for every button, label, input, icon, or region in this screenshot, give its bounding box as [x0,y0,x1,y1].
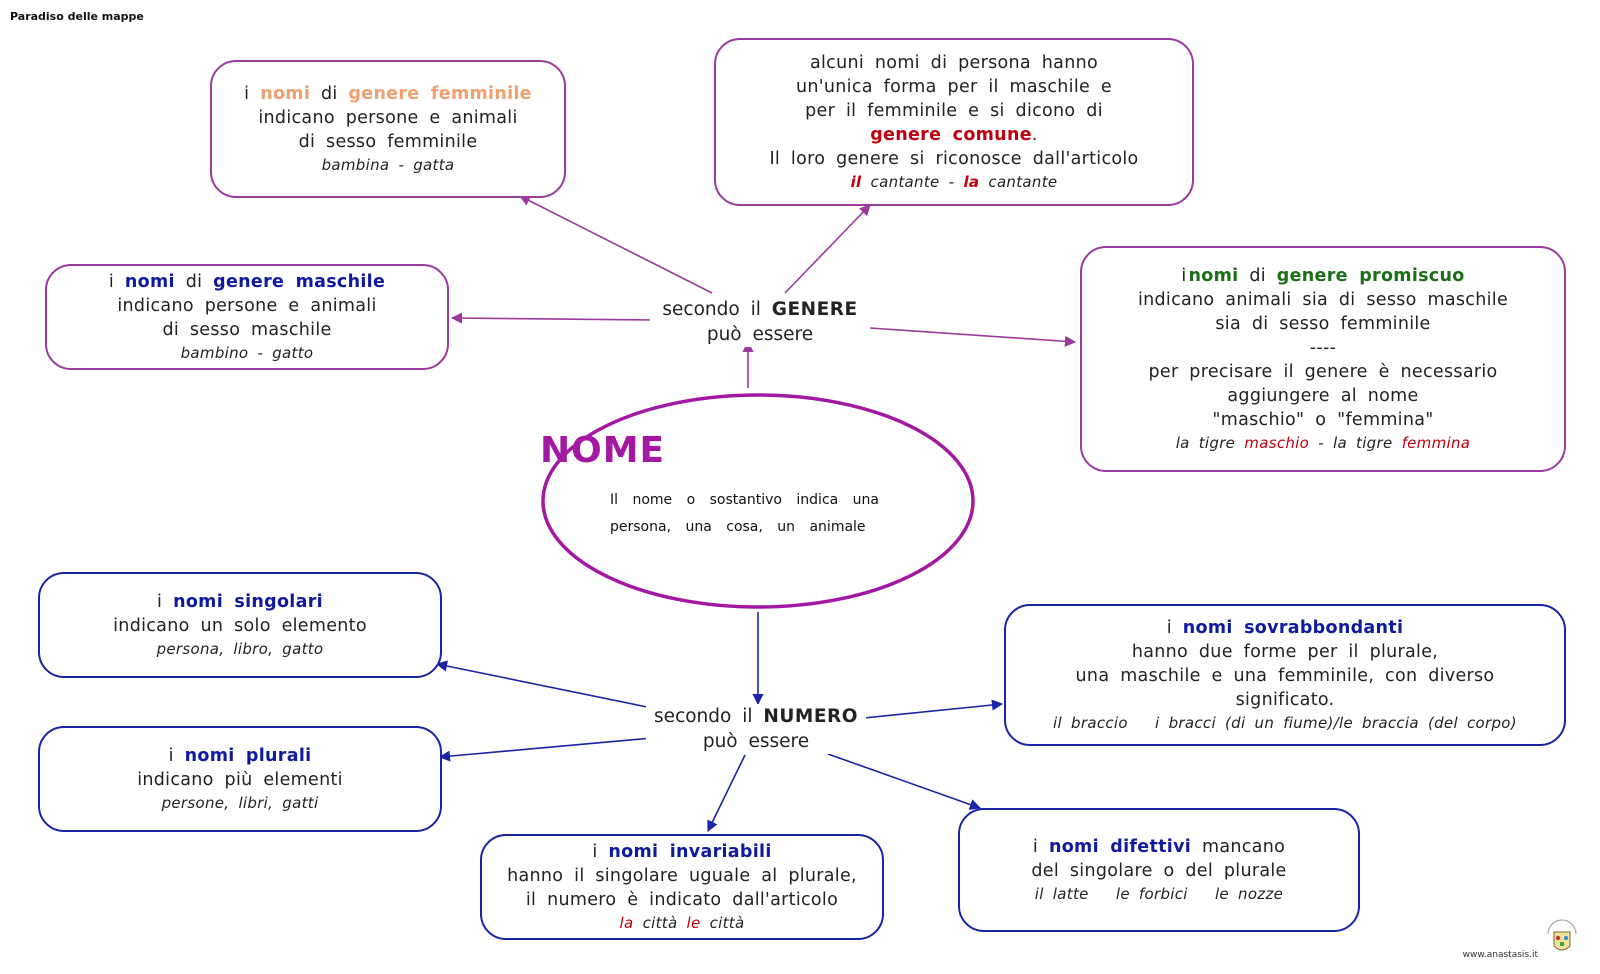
box-nomi-sovrabbondanti: i nomi sovrabbondanti hanno due forme pe… [1004,604,1566,746]
plurali-line2: indicano più elementi [137,770,343,790]
invariabili-line2: hanno il singolare uguale al plurale, [507,866,857,886]
maschile-line2: indicano persone e animali [117,296,377,316]
singolari-line2: indicano un solo elemento [113,616,367,636]
word-i: i [108,272,115,292]
box-genere-comune: alcuni nomi di persona hanno un'unica fo… [714,38,1194,206]
term-nomi-sovrabbondanti: nomi sovrabbondanti [1182,618,1404,638]
promiscuo-line6: aggiungere al nome [1227,386,1419,406]
term-genere-promiscuo: genere promiscuo [1276,266,1465,286]
ellipse-shape [541,393,975,609]
word-i: i [1166,618,1172,638]
term-nomi-singolari: nomi singolari [173,592,323,612]
difettivi-example: il latte le forbici le nozze [1034,885,1284,903]
promiscuo-line2: indicano animali sia di sesso maschile [1137,290,1509,310]
comune-line1: alcuni nomi di persona hanno [810,53,1098,73]
genere-hub: secondo il GENERE può essere [650,297,870,347]
nome-ellipse: NOME Il nome o sostantivo indica una per… [540,392,976,610]
ex-femmina: femmina [1401,434,1471,452]
femminile-example: bambina - gatta [321,156,455,174]
numero-hub-keyword: NUMERO [763,706,858,727]
ex-article-la: la [619,914,634,932]
arrow-numero-to-difettivi [827,753,982,810]
ex-maschio: maschio [1244,434,1310,452]
sovrabbondanti-line4: significato. [1235,690,1335,710]
sovrabbondanti-example: il braccio i bracci (di un fiume)/le bra… [1053,714,1517,732]
page-header-title: Paradiso delle mappe [10,10,144,23]
word-i: i [168,746,174,766]
ex-word: cantante - [870,173,955,191]
difettivi-line2: del singolare o del plurale [1031,861,1287,881]
arrow-numero-to-singolari [435,660,653,709]
arrow-genere-to-maschile [450,312,657,324]
nome-title: NOME [540,430,666,471]
arrow-numero-to-invariabili [707,754,746,833]
nome-definition: Il nome o sostantivo indica una persona,… [610,492,879,535]
numero-hub: secondo il NUMERO può essere [646,704,866,754]
comune-line5: Il loro genere si riconosce dall'articol… [769,149,1139,169]
promiscuo-line7: "maschio" o "femmina" [1212,410,1434,430]
femminile-line2: indicano persone e animali [258,108,518,128]
word-di: di [1249,266,1266,286]
arrow-genere-to-femminile [519,195,713,294]
word-i: i [244,84,250,104]
ex-part: la tigre [1175,434,1236,452]
box-nomi-singolari: i nomi singolari indicano un solo elemen… [38,572,442,678]
difettivi-rest: mancano [1201,837,1286,857]
plurali-example: persone, libri, gatti [161,794,319,812]
promiscuo-line3: sia di sesso femminile [1215,314,1431,334]
genere-hub-prefix: secondo il [662,299,761,320]
box-nomi-plurali: i nomi plurali indicano più elementi per… [38,726,442,832]
term-nomi-difettivi: nomi difettivi [1048,837,1192,857]
term-nomi-invariabili: nomi invariabili [608,842,772,862]
word-nomi: nomi [1188,266,1239,286]
genere-hub-keyword: GENERE [771,299,858,320]
footer-site: www.anastasis.it [1462,950,1538,960]
term-genere-comune: genere comune [870,125,1032,145]
box-nomi-difettivi: i nomi difettivi mancano del singolare o… [958,808,1360,932]
anastasis-logo-icon [1547,919,1577,951]
box-nomi-invariabili: i nomi invariabili hanno il singolare ug… [480,834,884,940]
word-di: di [321,84,338,104]
ex-article-la: la [963,173,980,191]
word-nomi: nomi [260,84,311,104]
word-i: i [592,842,598,862]
arrow-genere-to-promiscuo [869,327,1077,347]
word-di: di [185,272,203,292]
box-genere-maschile: i nomi di genere maschile indicano perso… [45,264,449,370]
arrow-genere-to-comune [784,204,871,294]
sovrabbondanti-line3: una maschile e una femminile, con divers… [1075,666,1495,686]
maschile-example: bambino - gatto [180,344,314,362]
genere-hub-suffix: può essere [706,324,814,345]
promiscuo-separator: ---- [1309,338,1337,358]
word-nomi: nomi [124,272,175,292]
term-genere-maschile: genere maschile [213,272,386,292]
arrow-numero-to-plurali [438,737,653,762]
word-i: i [1181,266,1187,286]
invariabili-line3: il numero è indicato dall'articolo [525,890,839,910]
femminile-line3: di sesso femminile [298,132,478,152]
sovrabbondanti-line2: hanno due forme per il plurale, [1131,642,1439,662]
numero-hub-prefix: secondo il [654,706,753,727]
arrow-numero-to-sovrabbondanti [863,699,1004,719]
comune-line3: per il femminile e si dicono di [805,101,1103,121]
singolari-example: persona, libro, gatto [156,640,324,658]
word-i: i [157,592,163,612]
ex-article-le: le [686,914,701,932]
ex-part: - la tigre [1318,434,1393,452]
ex-word: città [709,914,745,932]
ex-word: cantante [988,173,1058,191]
term-nomi-plurali: nomi plurali [184,746,312,766]
comune-line2: un'unica forma per il maschile e [796,77,1112,97]
term-genere-femminile: genere femminile [348,84,532,104]
maschile-line3: di sesso maschile [162,320,332,340]
promiscuo-line5: per precisare il genere è necessario [1148,362,1498,382]
numero-hub-suffix: può essere [702,731,810,752]
ex-article-il: il [850,173,862,191]
word-i: i [1032,837,1039,857]
comune-dot: . [1031,125,1038,145]
ex-word: città [642,914,678,932]
box-genere-femminile: i nomi di genere femminile indicano pers… [210,60,566,198]
